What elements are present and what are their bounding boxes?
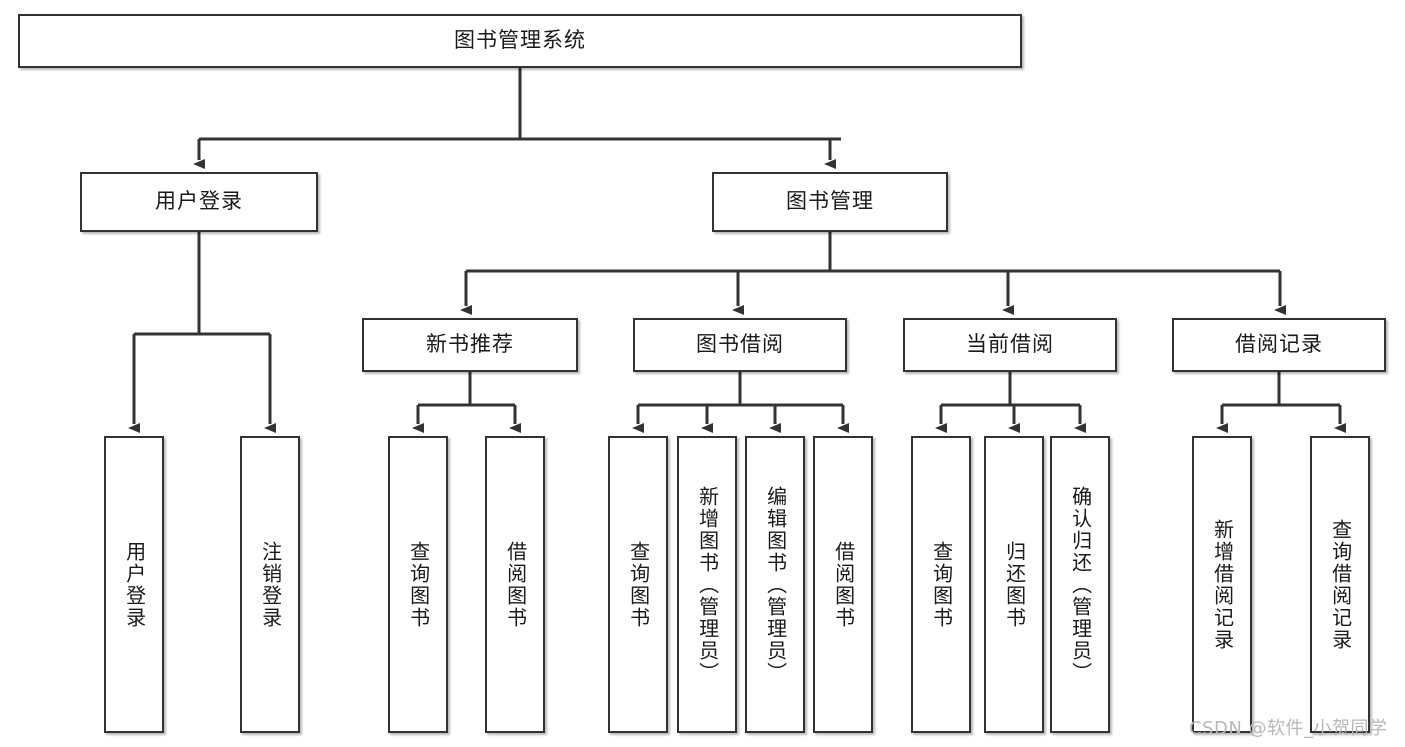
node-leaf-rec-borrow-label: 借阅图书 xyxy=(503,540,528,629)
node-book-manage-label: 图书管理 xyxy=(786,189,874,214)
node-leaf-borrow-add[interactable]: 新增图书（管理员） xyxy=(677,436,737,733)
edges-book-borrow xyxy=(632,372,849,433)
node-borrow-record-label: 借阅记录 xyxy=(1235,332,1323,357)
node-current-borrow[interactable]: 当前借阅 xyxy=(903,318,1117,372)
node-leaf-user-login[interactable]: 用户登录 xyxy=(104,436,164,733)
node-user-login[interactable]: 用户登录 xyxy=(80,172,318,232)
node-book-manage[interactable]: 图书管理 xyxy=(712,172,948,232)
node-leaf-cur-query-label: 查询图书 xyxy=(929,540,954,629)
node-leaf-cur-confirm[interactable]: 确认归还（管理员） xyxy=(1050,436,1110,733)
node-leaf-rec-search[interactable]: 查询借阅记录 xyxy=(1310,436,1370,733)
node-root[interactable]: 图书管理系统 xyxy=(18,14,1022,68)
csdn-watermark: CSDN @软件_小贺同学 xyxy=(1189,718,1388,739)
edges-root xyxy=(193,68,841,169)
node-leaf-rec-add-label: 新增借阅记录 xyxy=(1210,518,1235,651)
node-leaf-rec-query-label: 查询图书 xyxy=(406,540,431,629)
node-leaf-borrow-query-label: 查询图书 xyxy=(626,540,651,629)
edges-current-borrow xyxy=(935,372,1086,433)
node-leaf-cur-confirm-label: 确认归还（管理员） xyxy=(1068,485,1093,684)
edges-new-book-rec xyxy=(412,372,521,433)
node-leaf-user-logout-label: 注销登录 xyxy=(258,540,283,629)
node-leaf-user-logout[interactable]: 注销登录 xyxy=(240,436,300,733)
edges-user-login xyxy=(128,232,276,433)
node-root-label: 图书管理系统 xyxy=(454,28,586,53)
node-leaf-borrow-edit-label: 编辑图书（管理员） xyxy=(763,485,788,684)
node-leaf-rec-borrow[interactable]: 借阅图书 xyxy=(485,436,545,733)
node-new-book-rec[interactable]: 新书推荐 xyxy=(362,318,578,372)
node-leaf-borrow-edit[interactable]: 编辑图书（管理员） xyxy=(745,436,805,733)
node-borrow-record[interactable]: 借阅记录 xyxy=(1172,318,1386,372)
node-current-borrow-label: 当前借阅 xyxy=(966,332,1054,357)
node-leaf-rec-add[interactable]: 新增借阅记录 xyxy=(1192,436,1252,733)
edges-borrow-record xyxy=(1216,372,1346,433)
node-leaf-rec-search-label: 查询借阅记录 xyxy=(1328,518,1353,651)
node-leaf-borrow-do[interactable]: 借阅图书 xyxy=(813,436,873,733)
node-leaf-cur-query[interactable]: 查询图书 xyxy=(911,436,971,733)
node-leaf-cur-return[interactable]: 归还图书 xyxy=(984,436,1044,733)
node-leaf-user-login-label: 用户登录 xyxy=(122,540,147,629)
node-leaf-cur-return-label: 归还图书 xyxy=(1002,540,1027,629)
node-leaf-borrow-do-label: 借阅图书 xyxy=(831,540,856,629)
node-book-borrow[interactable]: 图书借阅 xyxy=(633,318,847,372)
node-leaf-borrow-add-label: 新增图书（管理员） xyxy=(695,485,720,684)
edges-book-manage xyxy=(460,232,1286,315)
node-book-borrow-label: 图书借阅 xyxy=(696,332,784,357)
node-user-login-label: 用户登录 xyxy=(155,189,243,214)
node-leaf-borrow-query[interactable]: 查询图书 xyxy=(608,436,668,733)
node-new-book-rec-label: 新书推荐 xyxy=(426,332,514,357)
node-leaf-rec-query[interactable]: 查询图书 xyxy=(388,436,448,733)
